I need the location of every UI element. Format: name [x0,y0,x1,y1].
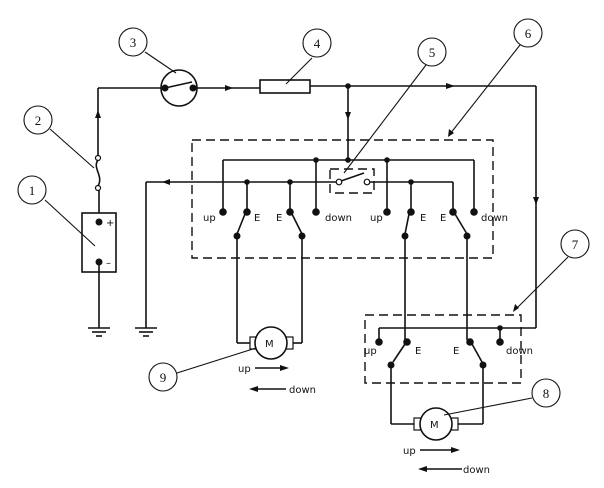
terminal-label: down [325,213,352,224]
motor-label: M [430,420,439,431]
svg-text:2: 2 [35,113,42,128]
ground-icon [135,327,157,337]
terminal-label: E [415,346,421,357]
terminal-label: up [203,213,216,224]
terminal-label: down [481,213,508,224]
svg-text:1: 1 [29,183,36,198]
terminal-label: E [420,213,426,224]
svg-text:3: 3 [130,35,137,50]
svg-text:8: 8 [543,386,550,401]
arrow-down-icon [533,197,539,205]
callout-3: 3 [118,27,148,57]
terminal-label: E [453,346,459,357]
svg-text:7: 7 [572,237,579,252]
callout-7: 7 [560,229,590,259]
ignition-switch [160,69,198,107]
main-switch-contacts [219,208,478,240]
motor-8: M [413,407,459,441]
motor-up-label: up [403,446,416,457]
door-switch-contacts [375,338,504,369]
callout-1: 1 [17,175,47,205]
terminal-label: E [440,213,446,224]
safety-switch [329,168,375,194]
svg-text:6: 6 [525,26,532,41]
arrow-right-icon [280,365,289,371]
svg-text:9: 9 [160,370,167,385]
terminal-label: E [254,213,260,224]
arrow-down-icon [345,112,351,120]
arrow-left-icon [418,466,427,472]
main-switch-unit [191,139,494,259]
arrow-right-icon [446,83,455,89]
callout-9: 9 [148,362,178,392]
callout-2: 2 [23,105,53,135]
resistor [259,79,311,94]
callout-6: 6 [513,18,543,48]
motor-9: M [249,326,294,360]
callout-5: 5 [417,37,447,67]
callout-8: 8 [531,378,561,408]
motor-label: M [265,339,274,350]
callout-4: 4 [302,28,332,58]
battery-plus-label: + [106,218,114,229]
motor-down-label: down [463,465,490,476]
terminal-label: down [506,346,533,357]
motor-down-label: down [289,385,316,396]
terminal-label: E [276,213,282,224]
arrow-right-icon [225,85,233,91]
battery-minus-label: – [106,258,111,269]
door-switch-unit [364,314,522,384]
arrow-right-icon [451,447,460,453]
svg-text:5: 5 [429,45,436,60]
fuse [94,154,102,192]
ground-icon [88,327,110,337]
terminal-label: up [370,213,383,224]
arrow-up-icon [95,110,101,118]
svg-text:4: 4 [314,36,321,51]
terminal-label: up [364,346,377,357]
motor-up-label: up [238,364,251,375]
arrow-left-icon [162,179,170,185]
arrow-left-icon [249,386,258,392]
